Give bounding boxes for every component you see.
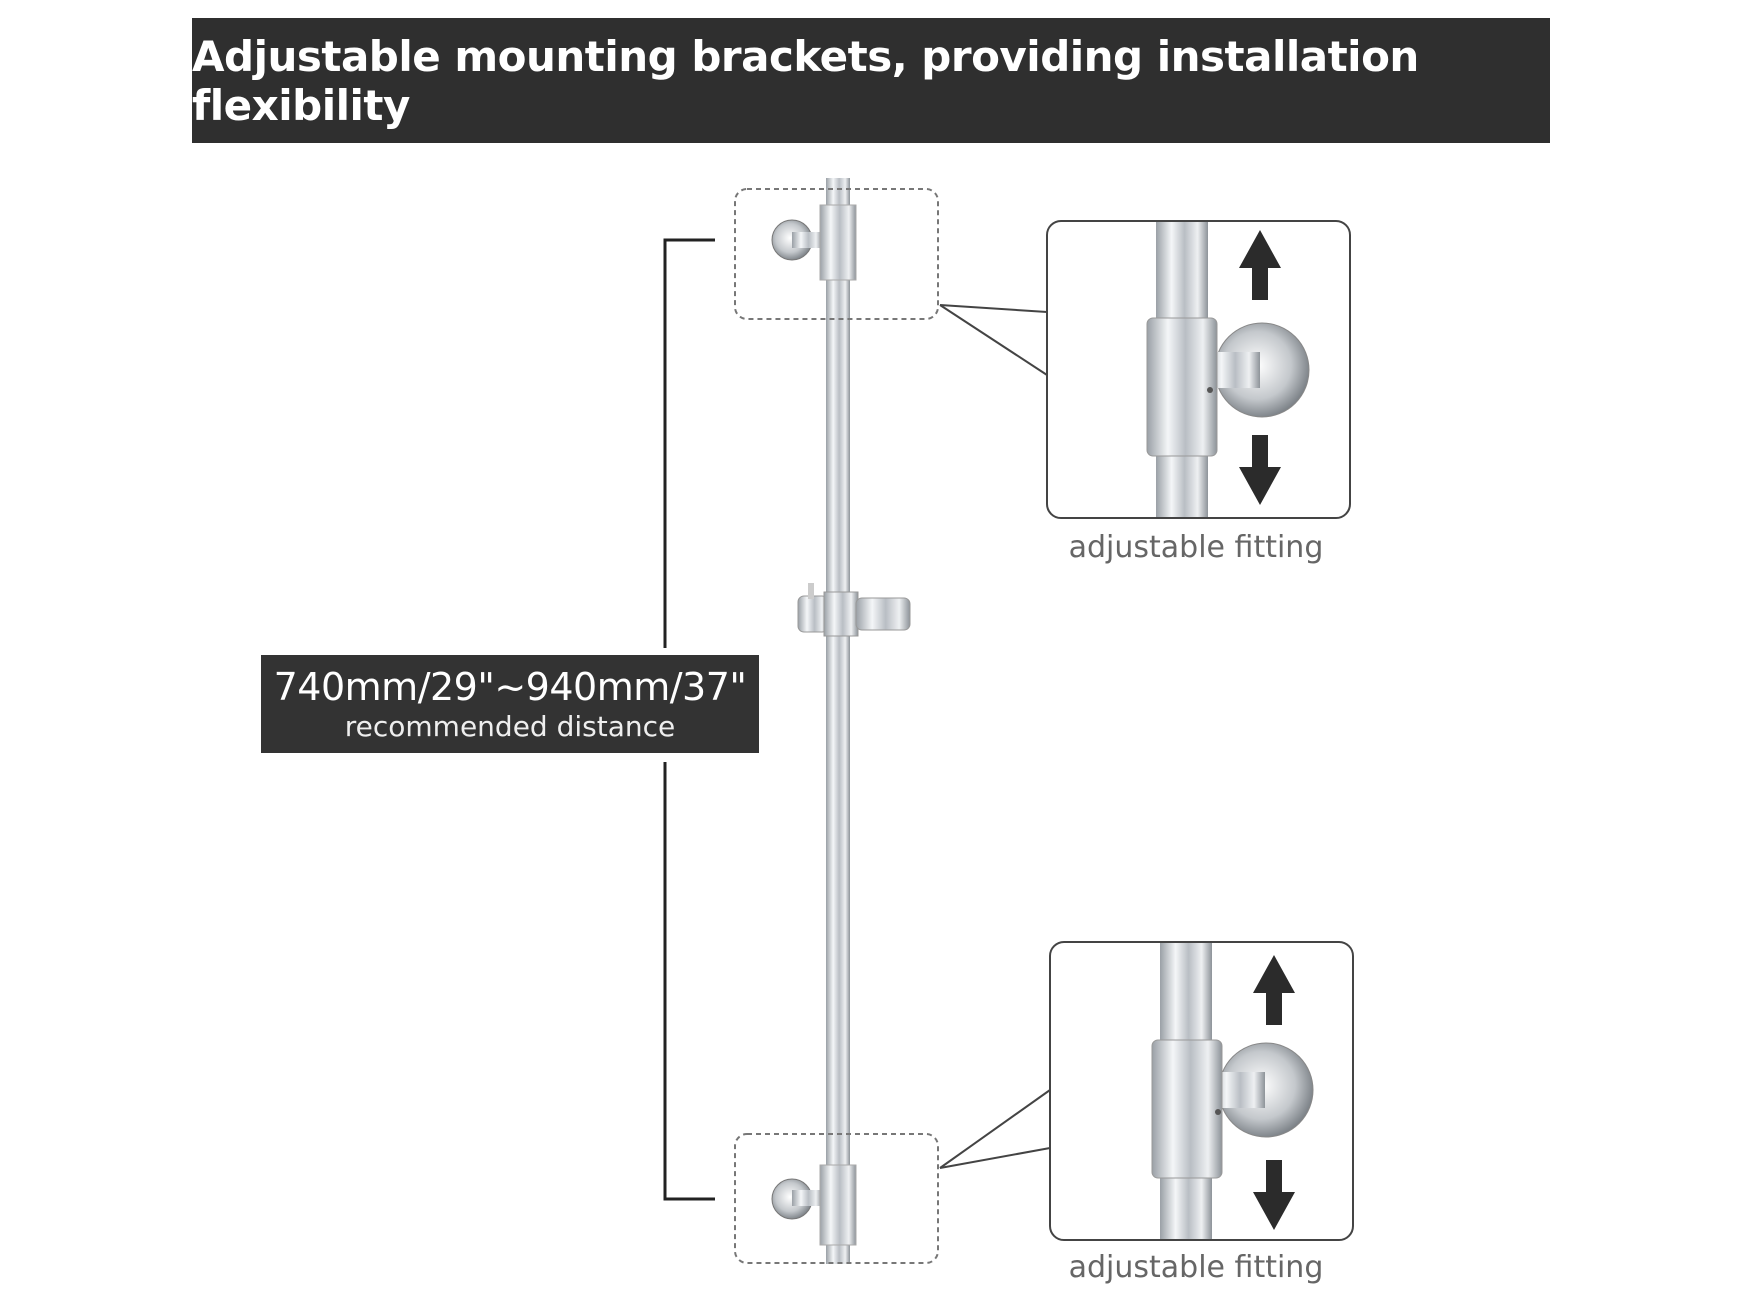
top-inset — [1046, 220, 1351, 519]
distance-range: 740mm/29"~940mm/37" — [273, 665, 747, 709]
arrow-up-icon — [1239, 230, 1281, 300]
top-inset-caption: adjustable fitting — [1068, 530, 1324, 565]
top-bracket — [771, 204, 857, 281]
slider-holder — [797, 583, 911, 637]
page-title: Adjustable mounting brackets, providing … — [192, 31, 1419, 130]
bottom-inset-caption: adjustable fitting — [1068, 1250, 1324, 1285]
callout-lines — [939, 304, 1051, 1169]
slide-rail — [826, 178, 850, 1264]
arrow-down-icon — [1253, 1160, 1295, 1230]
bottom-bracket — [771, 1164, 857, 1246]
distance-label: 740mm/29"~940mm/37" recommended distance — [261, 655, 759, 753]
arrow-up-icon — [1253, 955, 1295, 1025]
dimension-bracket — [663, 238, 715, 1201]
title-banner: Adjustable mounting brackets, providing … — [192, 18, 1550, 143]
bottom-detail-highlight — [734, 1133, 939, 1264]
distance-caption: recommended distance — [344, 710, 676, 743]
bottom-inset — [1049, 941, 1354, 1241]
arrow-down-icon — [1239, 435, 1281, 505]
